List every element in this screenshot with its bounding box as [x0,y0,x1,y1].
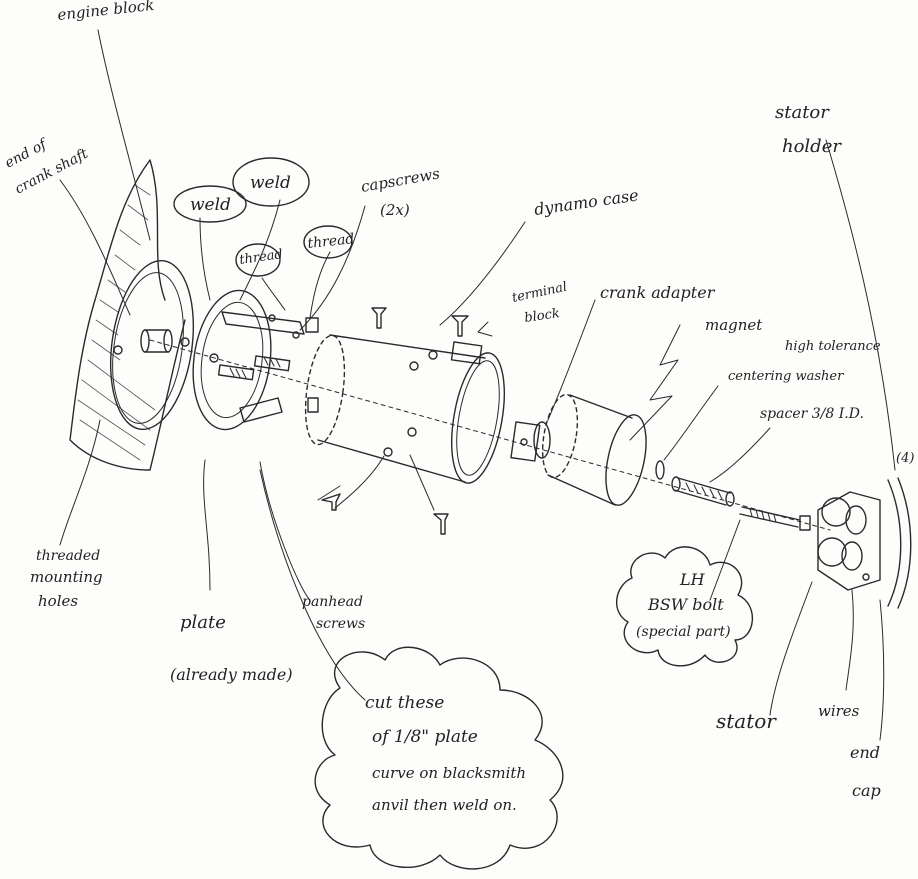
crank-adapter [510,421,551,462]
label-mounting: mounting [30,568,103,586]
cloud-1-line2: of 1/8" plate [372,727,478,747]
label-thread-1: thread [238,247,283,268]
label-weld-2: weld [250,173,291,193]
labels: engine block end of crank shaft weld wel… [2,0,914,814]
label-weld-1: weld [190,195,231,215]
label-stator-holder-2: holder [782,136,842,157]
magnet [541,393,647,506]
label-end: end [850,743,880,762]
label-high-tolerance: high tolerance [785,339,881,354]
label-already-made: (already made) [170,665,293,684]
label-terminal: terminal [511,280,569,306]
cloud-1-line3: curve on blacksmith [372,764,526,782]
end-cap [887,477,912,609]
spacer [671,476,735,507]
cloud-2-line2: BSW bolt [647,595,724,614]
cloud-note-plate [314,646,564,870]
label-spacer: spacer 3/8 I.D. [760,406,864,422]
label-cap: cap [852,781,881,800]
engine-block [69,159,195,471]
cloud-note-bolt [615,546,754,667]
centering-washer [655,460,665,480]
axis-line [149,339,831,531]
cloud-2-line3: (special part) [636,624,731,640]
label-screws: screws [316,616,365,632]
label-threaded: threaded [36,548,100,564]
label-holes: holes [38,592,78,610]
lh-bsw-bolt [739,506,811,531]
cloud-2-line1: LH [679,570,706,589]
label-magnet: magnet [705,316,763,334]
label-centering-washer: centering washer [728,369,844,384]
label-stator: stator [716,709,777,733]
label-panhead: panhead [302,594,363,610]
label-plate: plate [180,612,226,633]
label-dynamo-case: dynamo case [533,186,640,219]
stator-assembly [817,491,881,591]
weld-bubbles [173,157,353,277]
cloud-1-line1: cut these [365,693,444,713]
mounting-plate [192,289,319,431]
leader-lines [59,29,896,741]
label-block: block [523,306,560,326]
cloud-1-line4: anvil then weld on. [372,796,517,814]
label-capscrews-count: (2x) [380,201,410,219]
label-engine-block: engine block [57,0,156,24]
label-capscrews: capscrews [360,164,442,196]
label-crank-adapter: crank adapter [600,283,716,302]
label-thread-2: thread [307,231,355,252]
dynamo-case [304,307,505,535]
label-side-note: (4) [896,451,914,466]
label-wires: wires [818,702,860,720]
label-stator-holder-1: stator [775,102,830,123]
